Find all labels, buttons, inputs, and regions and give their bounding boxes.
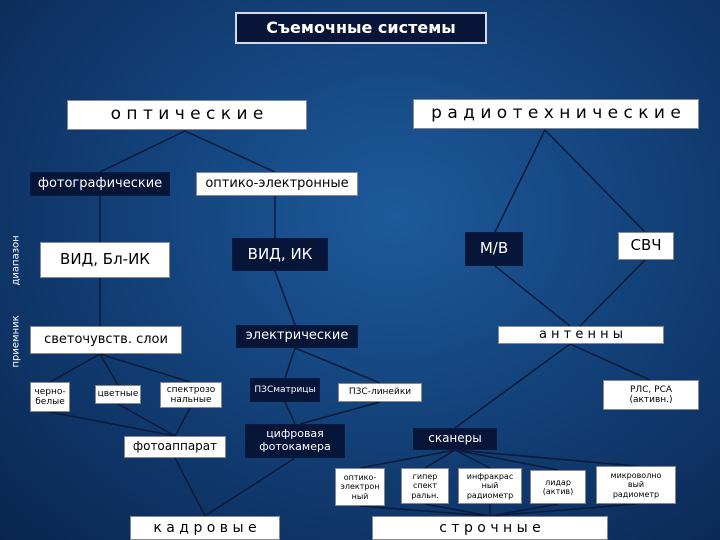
node-digital-camera: цифровая фотокамера — [245, 424, 345, 458]
node-ir-radiometer: инфракрас ный радиометр — [458, 468, 522, 504]
receiver-side-label: приемник — [10, 315, 22, 368]
node-spectrozonal: спектрозо нальные — [160, 382, 222, 408]
node-scanners: сканеры — [413, 428, 497, 450]
node-antennas: а н т е н н ы — [498, 326, 664, 344]
node-optical: о п т и ч е с к и е — [67, 100, 307, 130]
node-vis-nir: ВИД, Бл-ИК — [40, 242, 170, 278]
node-radio: р а д и о т е х н и ч е с к и е — [413, 99, 699, 129]
node-shf: СВЧ — [618, 232, 674, 260]
node-mw-radiometer: микроволно вый радиометр — [596, 466, 676, 504]
node-color: цветные — [95, 385, 141, 404]
node-photosensitive: светочувств. слои — [30, 326, 182, 354]
node-frame: к а д р о в ы е — [130, 516, 280, 540]
diagram-title: Съемочные системы — [235, 12, 487, 44]
node-photographic: фотографические — [30, 172, 170, 196]
node-camera: фотоаппарат — [124, 436, 226, 458]
node-mw: М/В — [465, 232, 523, 266]
node-electric: электрические — [236, 325, 358, 348]
node-vis-ir: ВИД, ИК — [232, 238, 328, 271]
range-side-label: диапазон — [10, 235, 22, 286]
node-optoelectronic-scanner: оптико- электрон ный — [335, 468, 385, 506]
node-lidar: лидар (актив) — [530, 470, 586, 504]
node-ccd-lines: ПЗС-линейки — [338, 383, 422, 402]
node-radar: РЛС, РСА (активн.) — [603, 380, 699, 410]
node-ccd-matrix: ПЗСматрицы — [250, 378, 320, 402]
node-bw: черно- белые — [30, 382, 70, 412]
node-line: с т р о ч н ы е — [372, 516, 608, 540]
node-hyperspectral: гипер спект ральн. — [401, 468, 449, 504]
node-optoelectronic: оптико-электронные — [196, 172, 358, 196]
